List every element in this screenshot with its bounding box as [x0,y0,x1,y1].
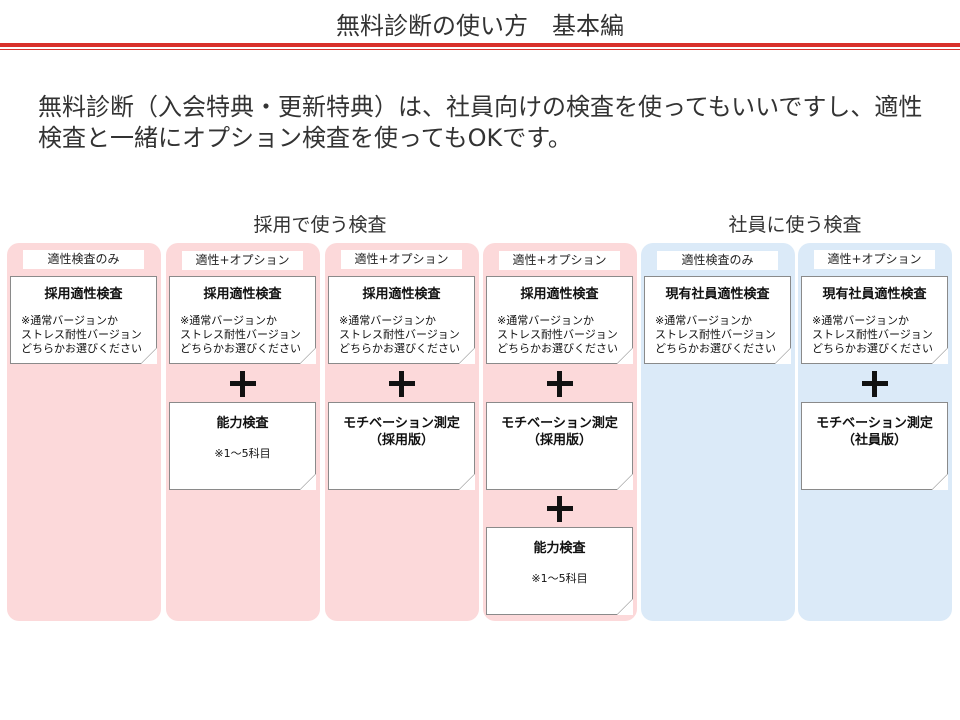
column-hiring-aptitude-ability: 適性+オプション 採用適性検査 ※通常バージョンか ストレス耐性バージョン どち… [166,243,320,621]
option-test-card: モチベーション測定 （社員版） [801,402,948,490]
main-test-note: ※通常バージョンか ストレス耐性バージョン どちらかお選びください [812,314,933,355]
plus-icon [230,371,256,397]
option-test-title: モチベーション測定 （社員版） [816,416,933,448]
column-tag: 適性+オプション [499,251,620,270]
option-test-title: 能力検査 [533,541,586,556]
option-test-card: 能力検査 ※1～5科目 [486,527,633,615]
plus-icon [547,496,573,522]
title-underline-thin [0,49,960,50]
title-underline-thick [0,43,960,47]
main-test-note: ※通常バージョンか ストレス耐性バージョン どちらかお選びください [497,314,618,355]
main-test-card: 採用適性検査 ※通常バージョンか ストレス耐性バージョン どちらかお選びください [169,276,316,364]
column-employee-aptitude-motivation: 適性+オプション 現有社員適性検査 ※通常バージョンか ストレス耐性バージョン … [798,243,952,621]
page-fold-icon [459,348,475,364]
main-test-note: ※通常バージョンか ストレス耐性バージョン どちらかお選びください [21,314,142,355]
page-fold-icon [932,348,948,364]
column-tag: 適性検査のみ [23,250,144,269]
column-hiring-aptitude-motivation: 適性+オプション 採用適性検査 ※通常バージョンか ストレス耐性バージョン どち… [325,243,479,621]
main-test-title: 採用適性検査 [203,287,282,302]
main-test-note: ※通常バージョンか ストレス耐性バージョン どちらかお選びください [655,314,776,355]
page-fold-icon [775,348,791,364]
page-fold-icon [617,474,633,490]
option-test-card: 能力検査 ※1～5科目 [169,402,316,490]
main-test-card: 現有社員適性検査 ※通常バージョンか ストレス耐性バージョン どちらかお選びくだ… [644,276,791,364]
column-employee-aptitude-only: 適性検査のみ 現有社員適性検査 ※通常バージョンか ストレス耐性バージョン どち… [641,243,795,621]
option-test-card: モチベーション測定 （採用版） [328,402,475,490]
main-test-title: 採用適性検査 [362,287,441,302]
main-test-card: 採用適性検査 ※通常バージョンか ストレス耐性バージョン どちらかお選びください [10,276,157,364]
column-tag: 適性+オプション [341,250,462,269]
option-test-title: モチベーション測定 （採用版） [343,416,460,448]
main-test-card: 現有社員適性検査 ※通常バージョンか ストレス耐性バージョン どちらかお選びくだ… [801,276,948,364]
option-test-note: ※1～5科目 [214,447,271,460]
page-fold-icon [459,474,475,490]
main-test-card: 採用適性検査 ※通常バージョンか ストレス耐性バージョン どちらかお選びください [486,276,633,364]
page-fold-icon [617,348,633,364]
plus-icon [389,371,415,397]
column-hiring-aptitude-only: 適性検査のみ 採用適性検査 ※通常バージョンか ストレス耐性バージョン どちらか… [7,243,161,621]
page-fold-icon [300,474,316,490]
page-fold-icon [141,348,157,364]
main-test-title: 採用適性検査 [520,287,599,302]
option-test-note: ※1～5科目 [531,572,588,585]
column-tag: 適性+オプション [182,251,303,270]
main-test-title: 現有社員適性検査 [665,287,770,302]
main-test-title: 採用適性検査 [44,287,123,302]
plus-icon [547,371,573,397]
plus-icon [862,371,888,397]
page-fold-icon [617,599,633,615]
option-test-card: モチベーション測定 （採用版） [486,402,633,490]
main-test-note: ※通常バージョンか ストレス耐性バージョン どちらかお選びください [339,314,460,355]
main-test-note: ※通常バージョンか ストレス耐性バージョン どちらかお選びください [180,314,301,355]
column-tag: 適性検査のみ [657,251,778,270]
main-test-card: 採用適性検査 ※通常バージョンか ストレス耐性バージョン どちらかお選びください [328,276,475,364]
page-fold-icon [300,348,316,364]
column-tag: 適性+オプション [814,250,935,269]
intro-text: 無料診断（入会特典・更新特典）は、社員向けの検査を使ってもいいですし、適性検査と… [38,93,923,152]
option-test-title: 能力検査 [216,416,269,431]
page-fold-icon [932,474,948,490]
page-title: 無料診断の使い方 基本編 [336,12,624,40]
option-test-title: モチベーション測定 （採用版） [501,416,618,448]
group-label-hiring: 採用で使う検査 [253,214,387,236]
column-hiring-aptitude-motivation-ability: 適性+オプション 採用適性検査 ※通常バージョンか ストレス耐性バージョン どち… [483,243,637,621]
main-test-title: 現有社員適性検査 [822,287,927,302]
group-label-employee: 社員に使う検査 [728,214,862,236]
